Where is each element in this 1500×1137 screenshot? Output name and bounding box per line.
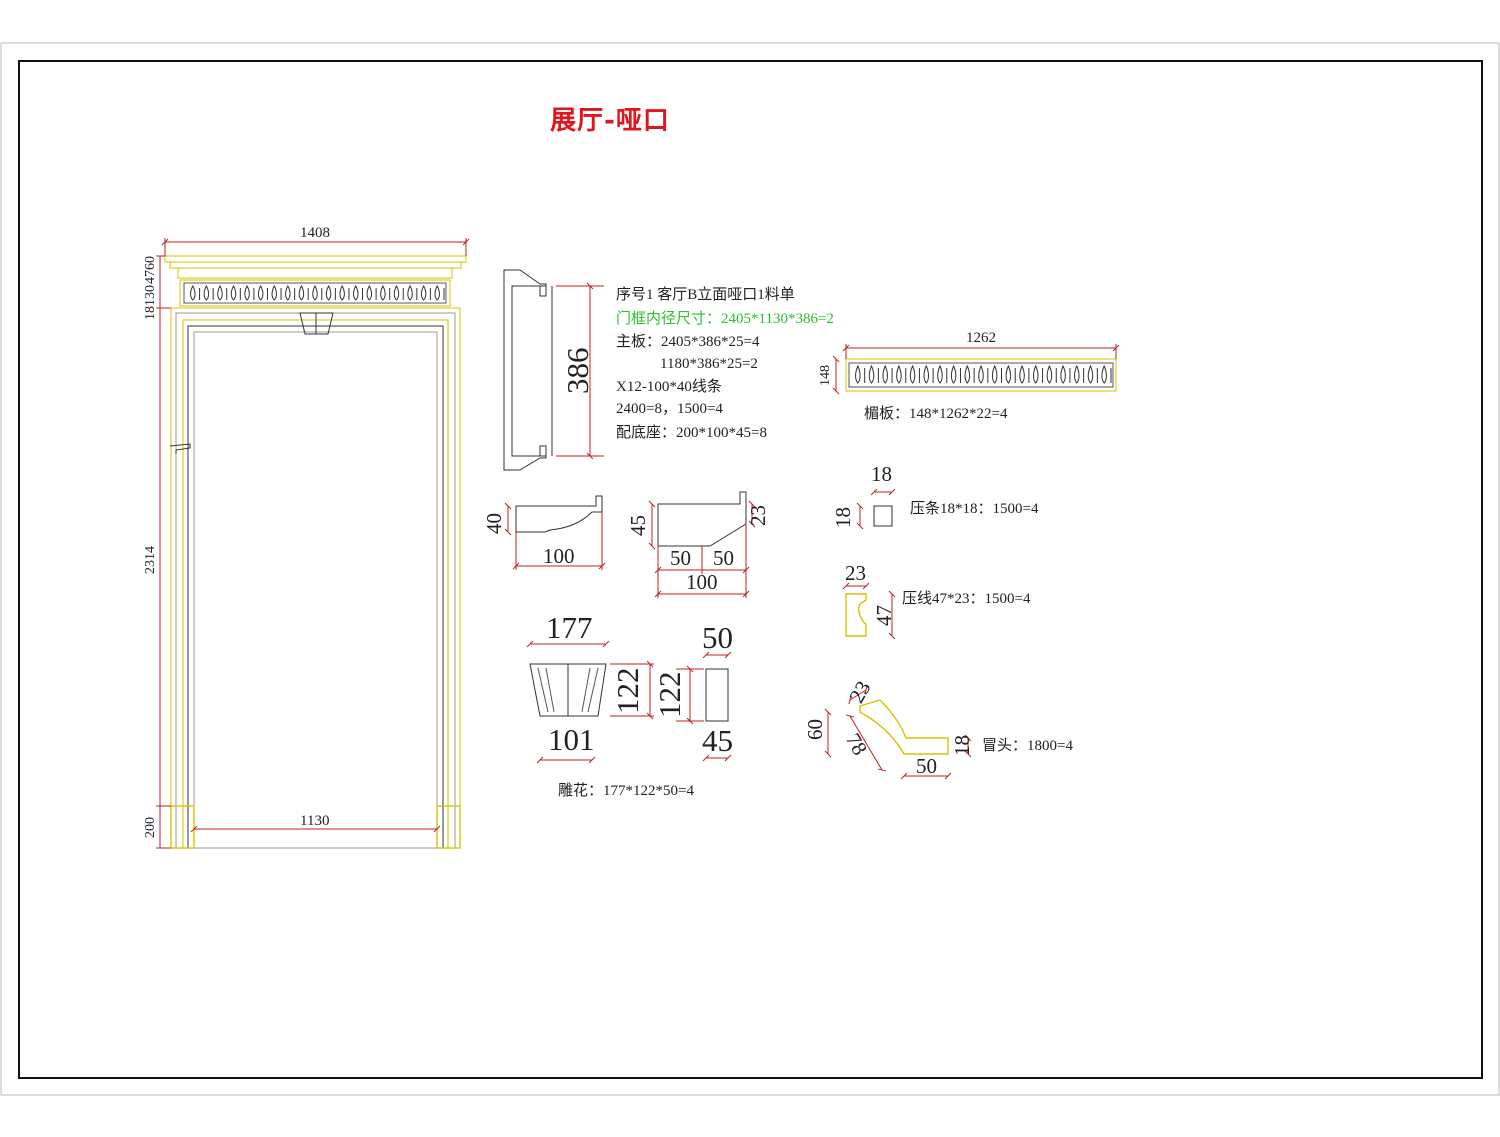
leaf-ornament	[190, 284, 196, 301]
dim-keystone-height-side: 122	[652, 671, 687, 719]
dim-base-w1: 50	[670, 546, 691, 570]
spec-line-2: 门框内径尺寸：2405*1130*386=2	[616, 311, 834, 327]
dim-lintel-height: 148	[818, 365, 833, 386]
leaf-ornament	[325, 284, 332, 301]
dim-press-width: 23	[845, 561, 866, 585]
dim-keystone-side-bottom: 45	[702, 723, 733, 758]
lintel-panel	[832, 344, 1120, 395]
dim-top-small: 4760	[143, 256, 158, 284]
dim-x12-width: 100	[543, 544, 575, 568]
dim-cap-e: 18	[950, 735, 974, 756]
dim-main-height: 2314	[143, 546, 158, 574]
dim-base-total: 100	[686, 570, 718, 594]
x12-profile	[504, 495, 606, 570]
spec-line-3: 主板：2405*386*25=4	[616, 334, 760, 350]
dim-keystone-height-front: 122	[610, 667, 645, 715]
dim-keystone-bottom: 101	[548, 722, 595, 757]
leaf-ornament	[217, 284, 223, 301]
spec-line-4: 1180*386*25=2	[660, 356, 758, 372]
leaf-ornament	[1074, 364, 1080, 384]
leaf-ornament	[1019, 364, 1025, 384]
press-line-label: 压线47*23：1500=4	[902, 591, 1031, 607]
dim-top-stack: 18130	[143, 285, 158, 320]
leaf-ornament	[407, 284, 413, 301]
leaf-ornament	[285, 284, 291, 301]
leaf-ornament	[950, 364, 957, 384]
leaf-ornament	[244, 284, 250, 301]
leaf-ornament	[366, 284, 373, 301]
leaf-ornament	[855, 364, 861, 384]
dim-keystone-top: 177	[546, 610, 593, 645]
leaf-ornament	[937, 364, 943, 384]
dim-keystone-side-top: 50	[702, 620, 733, 655]
door-elevation	[156, 238, 470, 849]
leaf-ornament	[1005, 364, 1012, 384]
press-line-detail	[842, 582, 896, 640]
leaf-ornament	[896, 364, 902, 384]
leaf-ornament	[271, 284, 278, 301]
leaf-ornament	[339, 284, 345, 301]
spec-line-5: X12-100*40线条	[616, 379, 722, 395]
leaf-ornament	[380, 284, 386, 301]
leaf-ornament	[991, 364, 998, 384]
cap-detail	[824, 685, 972, 780]
leaf-ornament	[964, 364, 971, 384]
bead-label: 压条18*18：1500=4	[910, 501, 1039, 517]
leaf-ornament	[298, 284, 305, 301]
lintel-label: 楣板：148*1262*22=4	[864, 406, 1008, 422]
spec-line-6: 2400=8，1500=4	[616, 401, 723, 417]
dim-base-height: 200	[143, 817, 158, 838]
dim-base-w2: 50	[713, 546, 734, 570]
dim-bead-width: 18	[871, 462, 892, 486]
dim-overall-width: 1408	[300, 225, 330, 241]
dim-cap-c: 60	[803, 719, 827, 740]
leaf-ornament	[923, 364, 930, 384]
leaf-ornament	[868, 364, 875, 384]
leaf-ornament	[909, 364, 916, 384]
leaf-ornament	[1032, 364, 1039, 384]
leaf-ornament	[1060, 364, 1066, 384]
dim-inner-width: 1130	[300, 813, 330, 829]
dim-base-height: 45	[626, 515, 650, 536]
dim-cap-d: 50	[916, 754, 937, 778]
keystone-detail	[526, 640, 732, 764]
leaf-ornament	[1101, 364, 1107, 384]
leaf-ornament	[1087, 364, 1094, 384]
dim-jamb-depth: 386	[560, 347, 595, 395]
leaf-ornament	[352, 284, 359, 301]
leaf-ornament	[978, 364, 984, 384]
spec-line-1: 序号1 客厅B立面哑口1料单	[616, 287, 795, 303]
cap-label: 冒头：1800=4	[982, 738, 1073, 754]
dim-bead-height: 18	[831, 507, 855, 528]
leaf-ornament	[230, 284, 237, 301]
leaf-ornament	[257, 284, 264, 301]
keystone-label: 雕花：177*122*50=4	[558, 783, 694, 799]
outer-border	[0, 42, 1500, 1096]
dim-lintel-length: 1262	[966, 330, 996, 346]
leaf-ornament	[203, 284, 210, 301]
base-block	[648, 491, 756, 598]
jamb-section	[503, 269, 604, 471]
dim-press-height: 47	[872, 605, 896, 626]
spec-line-7: 配底座：200*100*45=8	[616, 425, 767, 441]
inner-border	[18, 60, 1483, 1079]
bead-detail	[856, 488, 896, 530]
page-title: 展厅-哑口	[550, 106, 670, 136]
leaf-ornament	[420, 284, 427, 301]
leaf-ornament	[312, 284, 318, 301]
leaf-ornament	[882, 364, 888, 384]
leaf-ornament	[1046, 364, 1053, 384]
leaf-ornament	[434, 284, 440, 301]
dim-x12-height: 40	[482, 513, 506, 534]
leaf-ornament	[393, 284, 400, 301]
dim-base-step: 23	[746, 505, 770, 526]
